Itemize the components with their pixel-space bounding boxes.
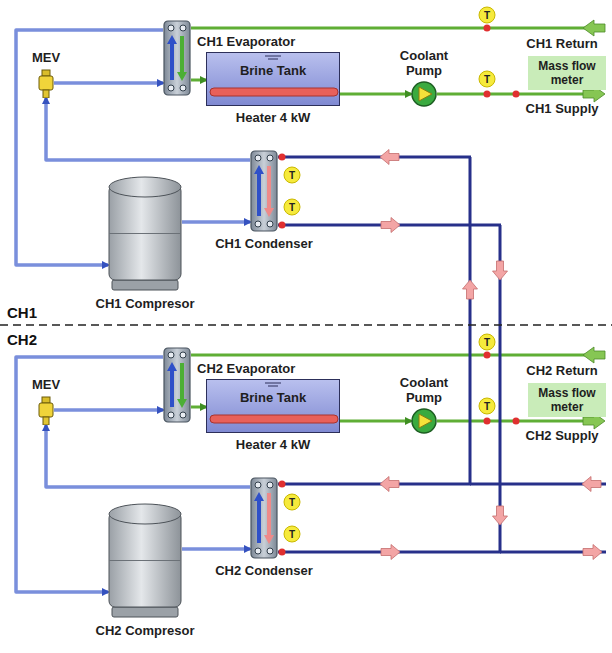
flow-arrow: [493, 261, 508, 280]
pipe-label: CH2 Supply: [526, 428, 599, 443]
expansion-valve: MEV: [38, 395, 54, 425]
refrigerant-line: [182, 547, 250, 551]
refrigerant-line: [54, 81, 163, 85]
temperature-sensor: T: [284, 199, 301, 216]
brine-line: [191, 406, 206, 409]
flow-meter-box: Mass flow meter: [528, 56, 606, 90]
refrigerant-line: [46, 98, 250, 160]
tank-shape: [206, 379, 340, 433]
node-label: CH2 Compresor: [96, 623, 195, 638]
pipe-label: CH1 Supply: [526, 101, 599, 116]
flow-arrow: [493, 506, 508, 525]
water-riser: [469, 157, 472, 484]
condenser-hx: CH1 Condenser: [250, 150, 278, 232]
compressor: CH2 Compresor: [108, 502, 182, 619]
brine-tank: Brine Tank: [206, 379, 340, 433]
node-label: Brine Tank: [210, 390, 336, 405]
flow-arrow: [463, 280, 478, 299]
hxp-shape: [250, 150, 278, 232]
node-label: CH1 Condenser: [215, 236, 313, 251]
expansion-valve: MEV: [38, 68, 54, 98]
hxg-shape: [163, 347, 191, 423]
temperature-sensor: T: [479, 398, 496, 415]
brine-line: [340, 420, 411, 423]
temperature-sensor: T: [284, 494, 301, 511]
temperature-sensor: T: [284, 526, 301, 543]
node-label: CH1 Evaporator: [197, 34, 295, 49]
pump-shape: [411, 408, 437, 434]
temperature-sensor: T: [479, 7, 496, 24]
brine-line: [191, 79, 206, 82]
flow-meter-box: Mass flow meter: [528, 383, 606, 417]
comp-shape: [108, 175, 182, 292]
node-label: Mass flow meter: [532, 386, 602, 414]
temperature-sensor: T: [479, 334, 496, 351]
section-label: CH2: [7, 331, 37, 348]
refrigerant-line: [182, 220, 250, 224]
ch1-piping: [191, 20, 605, 233]
pipe-label: Heater 4 kW: [236, 437, 310, 452]
ch2-piping: [191, 347, 605, 560]
node-label: Coolant Pump: [392, 375, 456, 405]
hxg-shape: [163, 20, 191, 96]
node-label: Coolant Pump: [392, 48, 456, 78]
pipe-label: CH1 Return: [526, 36, 598, 51]
coolant-pump: Coolant Pump: [411, 81, 437, 107]
mev-shape: [38, 395, 54, 425]
pipe-label: CH2 Return: [526, 363, 598, 378]
comp-shape: [108, 502, 182, 619]
pump-shape: [411, 81, 437, 107]
mev-shape: [38, 68, 54, 98]
coolant-pump: Coolant Pump: [411, 408, 437, 434]
brine-line: [340, 93, 411, 96]
flow-arrow: [582, 477, 601, 492]
node-label: CH2 Evaporator: [197, 361, 295, 376]
node-label: Brine Tank: [210, 63, 336, 78]
evaporator-hx: CH1 Evaporator: [163, 20, 191, 96]
flow-arrow: [583, 545, 602, 560]
section-label: CH1: [7, 304, 37, 321]
section-divider: [0, 324, 612, 326]
node-label: MEV: [6, 377, 86, 392]
tank-shape: [206, 52, 340, 106]
compressor: CH1 Compresor: [108, 175, 182, 292]
hxp-shape: [250, 477, 278, 559]
evaporator-hx: CH2 Evaporator: [163, 347, 191, 423]
pipe-label: Heater 4 kW: [236, 110, 310, 125]
refrigerant-line: [54, 408, 163, 412]
brine-tank: Brine Tank: [206, 52, 340, 106]
node-label: CH1 Compresor: [96, 296, 195, 311]
node-label: MEV: [6, 50, 86, 65]
temperature-sensor: T: [284, 167, 301, 184]
node-label: CH2 Condenser: [215, 563, 313, 578]
node-label: Mass flow meter: [532, 59, 602, 87]
temperature-sensor: T: [479, 71, 496, 88]
refrigerant-line: [46, 425, 250, 487]
condenser-hx: CH2 Condenser: [250, 477, 278, 559]
